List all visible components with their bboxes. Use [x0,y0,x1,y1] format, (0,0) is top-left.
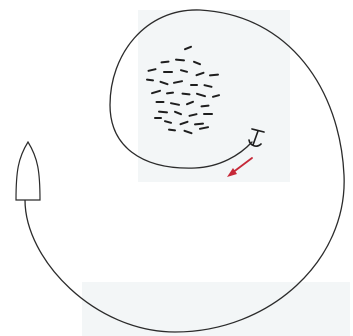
fish-mark [195,124,203,125]
fish-mark [176,60,184,61]
fish-mark [159,112,167,113]
fish-mark [167,93,173,94]
fish-mark [202,106,209,107]
fish-mark [169,130,175,131]
fish-mark [147,80,153,81]
fish-mark [183,94,190,95]
fish-mark [210,75,218,76]
boat-icon [16,142,40,200]
paper-patches [82,10,350,336]
fish-mark [162,62,169,63]
